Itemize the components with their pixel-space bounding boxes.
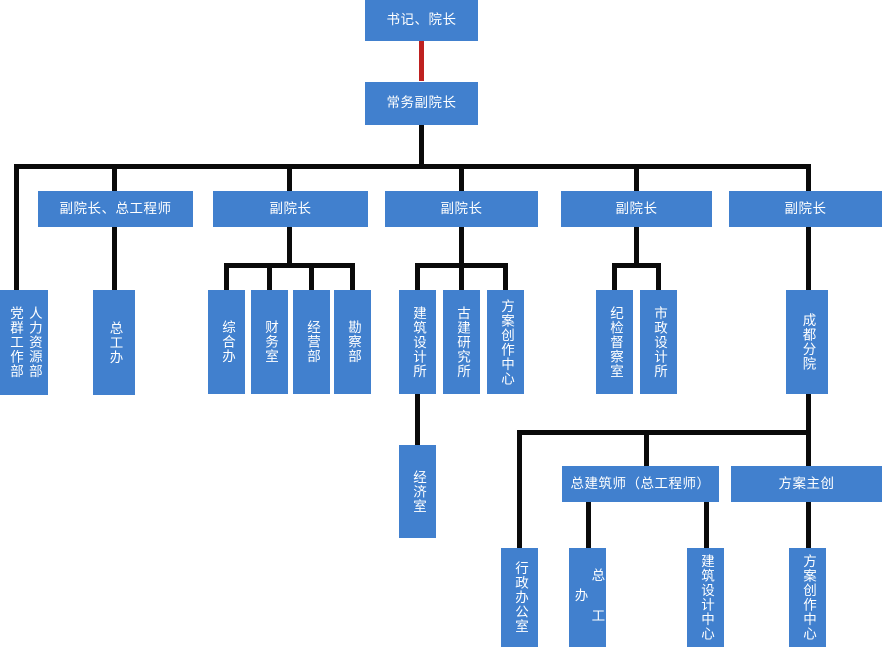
node-municipal-institute-label: 市政设计所	[651, 305, 667, 379]
node-vp4[interactable]: 副院长	[561, 191, 712, 227]
connector-root-to-deputy-exec	[419, 40, 424, 81]
node-vp3-label: 副院长	[440, 200, 483, 216]
node-vp4-label: 副院长	[615, 200, 658, 216]
connector-deputy-exec-stem	[419, 124, 424, 168]
node-chengdu-branch[interactable]: 成都分院	[786, 290, 828, 394]
connector-vp3-drop-arch-design-institute	[415, 263, 420, 291]
connector-vp4-bus	[612, 263, 661, 268]
node-chengdu-branch-label: 成都分院	[800, 313, 816, 371]
node-finance-office[interactable]: 财务室	[251, 290, 288, 394]
connector-vp5-to-chengdu-branch	[806, 226, 811, 291]
node-arch-design-institute-label: 建筑设计所	[410, 305, 426, 379]
node-arch-design-institute[interactable]: 建筑设计所	[399, 290, 436, 394]
connector-vp4-stem	[634, 226, 639, 266]
node-admin-office[interactable]: 行政办公室	[501, 548, 538, 647]
connector-scheme-lead-to-cd-scheme-center	[806, 502, 811, 549]
node-scheme-lead-label: 方案主创	[778, 475, 835, 491]
node-ancient-arch-institute[interactable]: 古建研究所	[443, 290, 480, 394]
node-operations-dept-label: 经营部	[304, 320, 320, 364]
connector-chengdu-drop-chief-architect	[644, 430, 649, 466]
node-cd-scheme-center-label: 方案创作中心	[800, 554, 816, 641]
connector-chief-architect-to-cd-arch-design-center	[704, 502, 709, 549]
node-general-office[interactable]: 综合办	[208, 290, 245, 394]
connector-vp2-drop-general-office	[224, 263, 229, 291]
connector-vp2-drop-finance-office	[267, 263, 272, 291]
connector-level2-bus	[14, 164, 811, 169]
node-economics-office-label: 经济室	[410, 469, 426, 514]
node-deputy-exec-label: 常务副院长	[386, 95, 457, 111]
connector-vp3-stem	[459, 226, 464, 266]
node-cd-arch-design-center[interactable]: 建筑设计中心	[687, 548, 724, 647]
connector-bus-drop-vp2	[287, 164, 292, 191]
node-finance-office-label: 财务室	[262, 320, 278, 364]
connector-vp2-bus	[224, 263, 355, 268]
node-vp2[interactable]: 副院长	[213, 191, 368, 227]
connector-bus-drop-vp1	[112, 164, 117, 191]
connector-vp4-drop-municipal-institute	[656, 263, 661, 291]
node-scheme-center-label: 方案创作中心	[498, 298, 514, 386]
node-vp1[interactable]: 副院长、总工程师	[38, 191, 193, 227]
node-vp5-label: 副院长	[784, 200, 827, 216]
node-chief-eng-office-label: 总工办	[107, 320, 123, 365]
node-vp1-label: 副院长、总工程师	[59, 200, 172, 216]
node-hr-label: 人力资源部	[26, 306, 42, 379]
connector-chengdu-stem	[806, 394, 811, 433]
node-vp3[interactable]: 副院长	[385, 191, 538, 227]
node-cd-scheme-center[interactable]: 方案创作中心	[789, 548, 826, 647]
node-survey-dept-label: 勘察部	[345, 320, 361, 364]
node-vp2-label: 副院长	[269, 200, 312, 216]
node-admin-office-label: 行政办公室	[512, 561, 528, 634]
node-vp5[interactable]: 副院长	[729, 191, 882, 227]
node-party-work-label: 党群工作部	[8, 306, 23, 379]
node-municipal-institute[interactable]: 市政设计所	[640, 290, 677, 394]
node-discipline-office-label: 纪检督察室	[607, 305, 623, 379]
connector-chengdu-bus	[517, 430, 811, 435]
node-root-label: 书记、院长	[386, 12, 457, 28]
connector-vp1-to-chief-eng-office	[112, 226, 117, 291]
connector-vp3-drop-ancient-arch-institute	[459, 263, 464, 291]
node-deputy-exec[interactable]: 常务副院长	[365, 82, 478, 125]
connector-vp2-stem	[287, 226, 292, 266]
connector-bus-drop-vp4	[634, 164, 639, 191]
connector-chief-architect-to-cd-chief-eng-office	[586, 502, 591, 549]
connector-vp2-drop-operations-dept	[309, 263, 314, 291]
connector-arch-institute-to-economics-office	[415, 394, 420, 446]
node-hr-and-party[interactable]: 人力资源部 党群工作部	[0, 290, 48, 395]
node-chief-architect-label: 总建筑师（总工程师）	[570, 475, 711, 491]
connector-vp2-drop-survey-dept	[350, 263, 355, 291]
connector-bus-drop-vp3	[459, 164, 464, 191]
node-chief-eng-office[interactable]: 总工办	[93, 290, 135, 395]
node-discipline-office[interactable]: 纪检督察室	[596, 290, 633, 394]
connector-vp3-drop-scheme-center	[503, 263, 508, 291]
connector-chengdu-drop-admin-office	[517, 430, 522, 549]
node-cd-arch-design-center-label: 建筑设计中心	[698, 554, 714, 641]
node-cd-chief-eng-office[interactable]: 总 工 办	[569, 548, 606, 647]
connector-bus-drop-far-left	[14, 164, 19, 291]
node-scheme-center[interactable]: 方案创作中心	[487, 290, 524, 394]
node-general-office-label: 综合办	[219, 320, 235, 364]
node-root[interactable]: 书记、院长	[365, 0, 478, 41]
node-operations-dept[interactable]: 经营部	[293, 290, 330, 394]
node-chief-architect[interactable]: 总建筑师（总工程师）	[562, 466, 719, 502]
node-ancient-arch-institute-label: 古建研究所	[454, 305, 470, 379]
node-economics-office[interactable]: 经济室	[399, 445, 436, 538]
connector-chengdu-drop-scheme-lead	[806, 430, 811, 466]
node-survey-dept[interactable]: 勘察部	[334, 290, 371, 394]
node-cd-chief-eng-office-label: 总 工 办	[572, 567, 605, 628]
connector-bus-drop-vp5	[806, 164, 811, 191]
connector-vp4-drop-discipline-office	[612, 263, 617, 291]
node-scheme-lead[interactable]: 方案主创	[731, 466, 882, 502]
